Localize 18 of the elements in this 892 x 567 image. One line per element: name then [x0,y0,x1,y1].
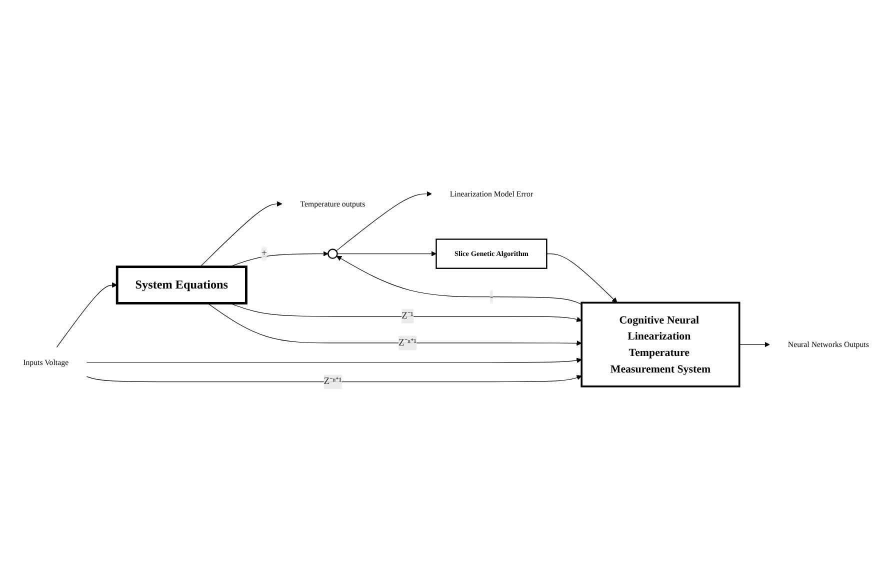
arrow [739,341,770,347]
arrow [336,250,436,256]
arrow [200,200,282,267]
edge-label: Z⁻ⁿ⁺¹ [324,376,342,386]
node-box: Cognitive Neural Linearization Temperature Measurement System [580,301,740,387]
arrow [546,253,618,302]
edge-label: Z⁻ⁿ⁺¹ [398,337,416,348]
arrow [336,190,432,251]
edge-label: + [261,248,267,258]
arrow [336,255,582,304]
arrow [207,302,582,346]
arrow [86,357,582,363]
edge-label: - [490,290,494,302]
node-box: System Equations [116,265,248,304]
arrow [56,282,118,348]
node-circle [328,248,338,258]
edge-label: Z⁻¹ [402,310,414,321]
arrow [86,374,582,382]
